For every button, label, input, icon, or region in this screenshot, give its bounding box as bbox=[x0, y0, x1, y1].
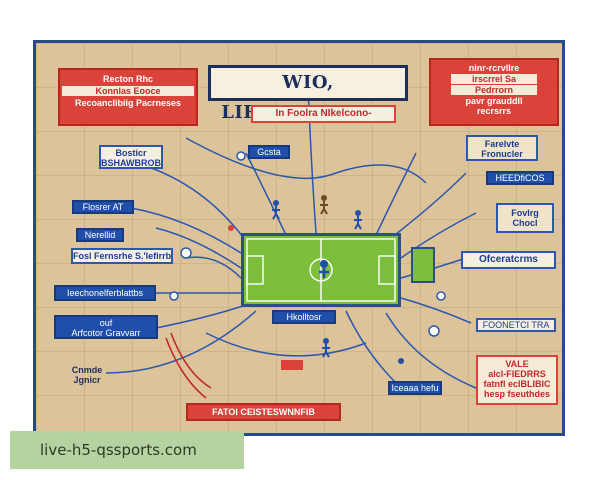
label-hkolltosr: Hkolltosr bbox=[272, 310, 336, 324]
label-gcsta: Gcsta bbox=[248, 145, 290, 159]
connector-line bbox=[390, 172, 467, 239]
connector-node bbox=[169, 291, 179, 301]
label-fatoi-bottom: FATOI CEISTESWNNFIB bbox=[186, 403, 341, 421]
label-bosticr: Bosticr BSHAWBROB bbox=[99, 145, 163, 169]
callout-line: Recoanclibiig Pacrneses bbox=[74, 98, 182, 108]
watermark-label: live-h5-qssports.com bbox=[10, 431, 244, 469]
connector-lines bbox=[105, 82, 477, 399]
callout-line: recrsrrs bbox=[476, 106, 512, 116]
connector-line bbox=[105, 310, 257, 374]
label-line: Arfcotor Gravvarr bbox=[71, 328, 141, 338]
mini-field bbox=[411, 247, 435, 283]
label-line: fatnfl ecIBLIBIC bbox=[483, 379, 551, 389]
connector-line bbox=[170, 332, 212, 389]
label-line: Chocl bbox=[512, 218, 538, 228]
label-line: Bosticr bbox=[115, 148, 147, 158]
label-iceaaa: Iceaaa hefu bbox=[388, 381, 442, 395]
connector-line bbox=[155, 227, 242, 269]
label-ofceratcrms: Ofceratcrms bbox=[461, 251, 556, 269]
connector-line bbox=[205, 332, 367, 357]
connector-line bbox=[307, 82, 317, 234]
label-cnmde: Cnmde Jgnicr bbox=[64, 365, 110, 389]
player-figures bbox=[228, 195, 404, 364]
label-heedficos: HEEDfiCOS bbox=[486, 171, 554, 185]
label-line: Fovlrg bbox=[511, 208, 539, 218]
top-right-callout: ninr-rcrvllre irscrrel Sa Pedrrorn pavr … bbox=[429, 58, 559, 126]
label-vale: VALE alcl-FIEDRRS fatnfl ecIBLIBIC hesp … bbox=[476, 355, 558, 405]
connector-line bbox=[155, 304, 247, 329]
infographic-poster: WIO, LIREMFARATJIT In Foolra NIkelcono- … bbox=[33, 40, 565, 436]
callout-line: Pedrrorn bbox=[451, 85, 537, 95]
red-marker bbox=[281, 360, 303, 370]
connector-node bbox=[428, 325, 440, 337]
label-farelvte: Farelvte Fronucler bbox=[466, 135, 538, 161]
label-line: BSHAWBROB bbox=[101, 158, 161, 168]
callout-line: ninr-rcrvllre bbox=[468, 63, 520, 73]
connector-line bbox=[400, 212, 477, 259]
label-fovlrg: Fovlrg Chocl bbox=[496, 203, 554, 233]
connector-line bbox=[130, 207, 242, 254]
label-line: Cnmde bbox=[71, 365, 103, 375]
label-line: alcl-FIEDRRS bbox=[488, 369, 546, 379]
callout-line: Recton Rhc bbox=[102, 74, 153, 84]
label-line: ouf bbox=[99, 318, 113, 328]
label-foonetci: FOONETCI TRA bbox=[476, 318, 556, 332]
connector-line bbox=[135, 162, 252, 249]
football-pitch bbox=[241, 233, 401, 307]
label-nerellid: Nerellid bbox=[76, 228, 124, 242]
pitch-markings bbox=[246, 238, 396, 302]
label-line: Jgnicr bbox=[73, 375, 101, 385]
connector-line bbox=[385, 312, 477, 389]
callout-line: pavr grauddll bbox=[465, 96, 523, 106]
connector-node bbox=[236, 151, 246, 161]
label-arfcotor: ouf Arfcotor Gravvarr bbox=[54, 315, 158, 339]
connector-line bbox=[185, 137, 427, 184]
connector-line bbox=[165, 337, 207, 399]
connector-line bbox=[345, 310, 397, 384]
label-line: VALE bbox=[505, 359, 529, 369]
label-line: Fronucler bbox=[481, 149, 523, 159]
connector-line bbox=[245, 152, 287, 236]
poster-title: WIO, LIREMFARATJIT bbox=[208, 65, 408, 123]
label-ieechonel: Ieechonelferblattbs bbox=[54, 285, 156, 301]
callout-line: Konnlas Eooce bbox=[62, 86, 194, 96]
connector-node bbox=[436, 291, 446, 301]
label-fosl-fernsrhe: Fosl Fernsrhe S.'lefirrb bbox=[71, 248, 173, 264]
connector-line bbox=[375, 152, 417, 236]
label-flosrer: Flosrer AT bbox=[72, 200, 134, 214]
callout-line: irscrrel Sa bbox=[451, 74, 537, 84]
connector-line bbox=[400, 297, 472, 324]
poster-subtitle: In Foolra NIkelcono- bbox=[251, 105, 396, 123]
connector-node bbox=[180, 247, 192, 259]
top-left-callout: Recton Rhc Konnlas Eooce Recoanclibiig P… bbox=[58, 68, 198, 126]
connector-line bbox=[185, 256, 242, 279]
label-line: Farelvte bbox=[484, 139, 520, 149]
label-line: hesp fseuthdes bbox=[483, 389, 550, 399]
